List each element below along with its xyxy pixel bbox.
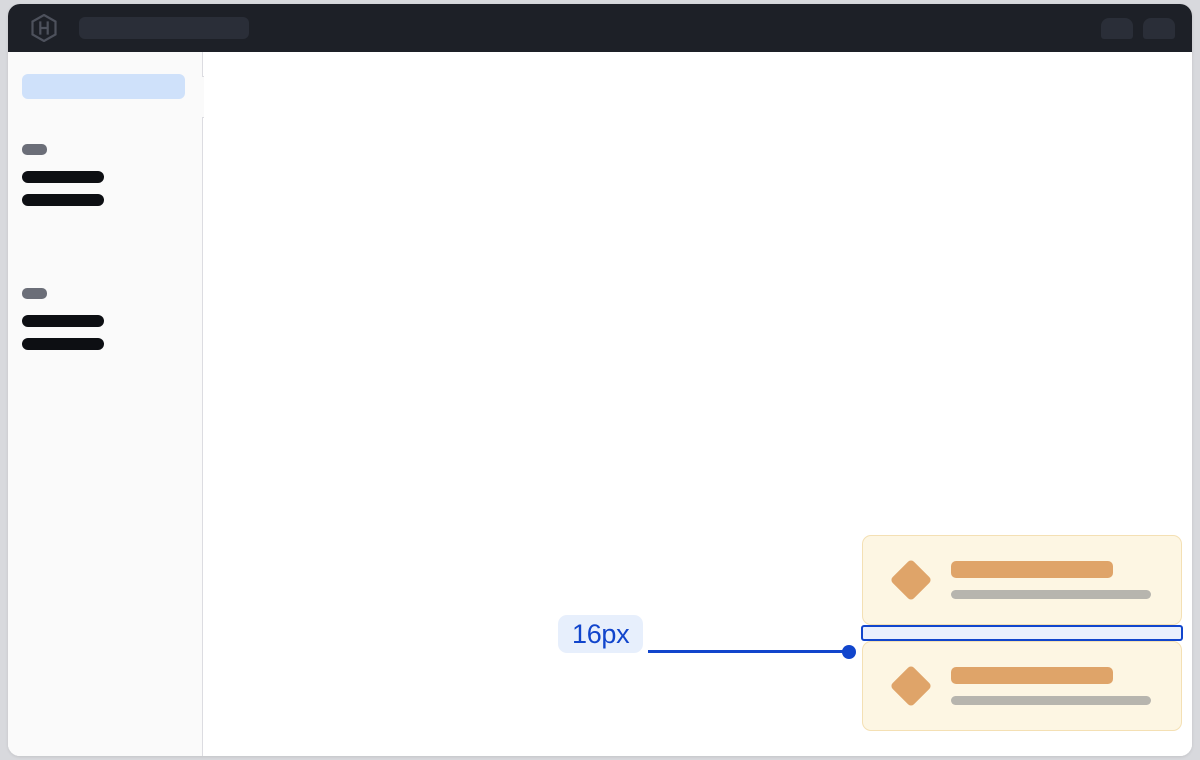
main-canvas: 16px — [204, 52, 1192, 756]
diamond-icon — [889, 664, 933, 708]
measurement-leader-line — [648, 650, 847, 653]
card-subtitle — [951, 590, 1151, 599]
top-navigation-bar — [8, 4, 1192, 52]
sidebar — [8, 52, 203, 756]
sidebar-group-1 — [22, 144, 104, 206]
card-subtitle — [951, 696, 1151, 705]
sidebar-group-label-1 — [22, 144, 47, 155]
sidebar-group-2 — [22, 288, 104, 350]
app-window: 16px — [8, 4, 1192, 756]
list-item[interactable] — [862, 641, 1182, 731]
sidebar-item-2-2[interactable] — [22, 338, 104, 350]
sidebar-item-active[interactable] — [22, 74, 185, 99]
card-text-block — [951, 561, 1151, 599]
measurement-value-badge: 16px — [558, 615, 644, 653]
card-title — [951, 667, 1113, 684]
topbar-actions — [1101, 17, 1175, 39]
body-area: 16px — [8, 52, 1192, 756]
list-item[interactable] — [862, 535, 1182, 625]
card-title — [951, 561, 1113, 578]
spacing-gap-highlight — [861, 625, 1183, 641]
topbar-action-2[interactable] — [1143, 17, 1175, 39]
sidebar-group-label-2 — [22, 288, 47, 299]
topbar-action-1[interactable] — [1101, 17, 1133, 39]
sidebar-item-1-1[interactable] — [22, 171, 104, 183]
diamond-icon — [889, 558, 933, 602]
card-text-block — [951, 667, 1151, 705]
global-search-input[interactable] — [79, 17, 249, 39]
measurement-anchor-dot — [842, 645, 856, 659]
sidebar-item-1-2[interactable] — [22, 194, 104, 206]
card-stack — [861, 535, 1183, 731]
hexagon-monogram-logo-icon[interactable] — [31, 14, 57, 42]
sidebar-item-2-1[interactable] — [22, 315, 104, 327]
